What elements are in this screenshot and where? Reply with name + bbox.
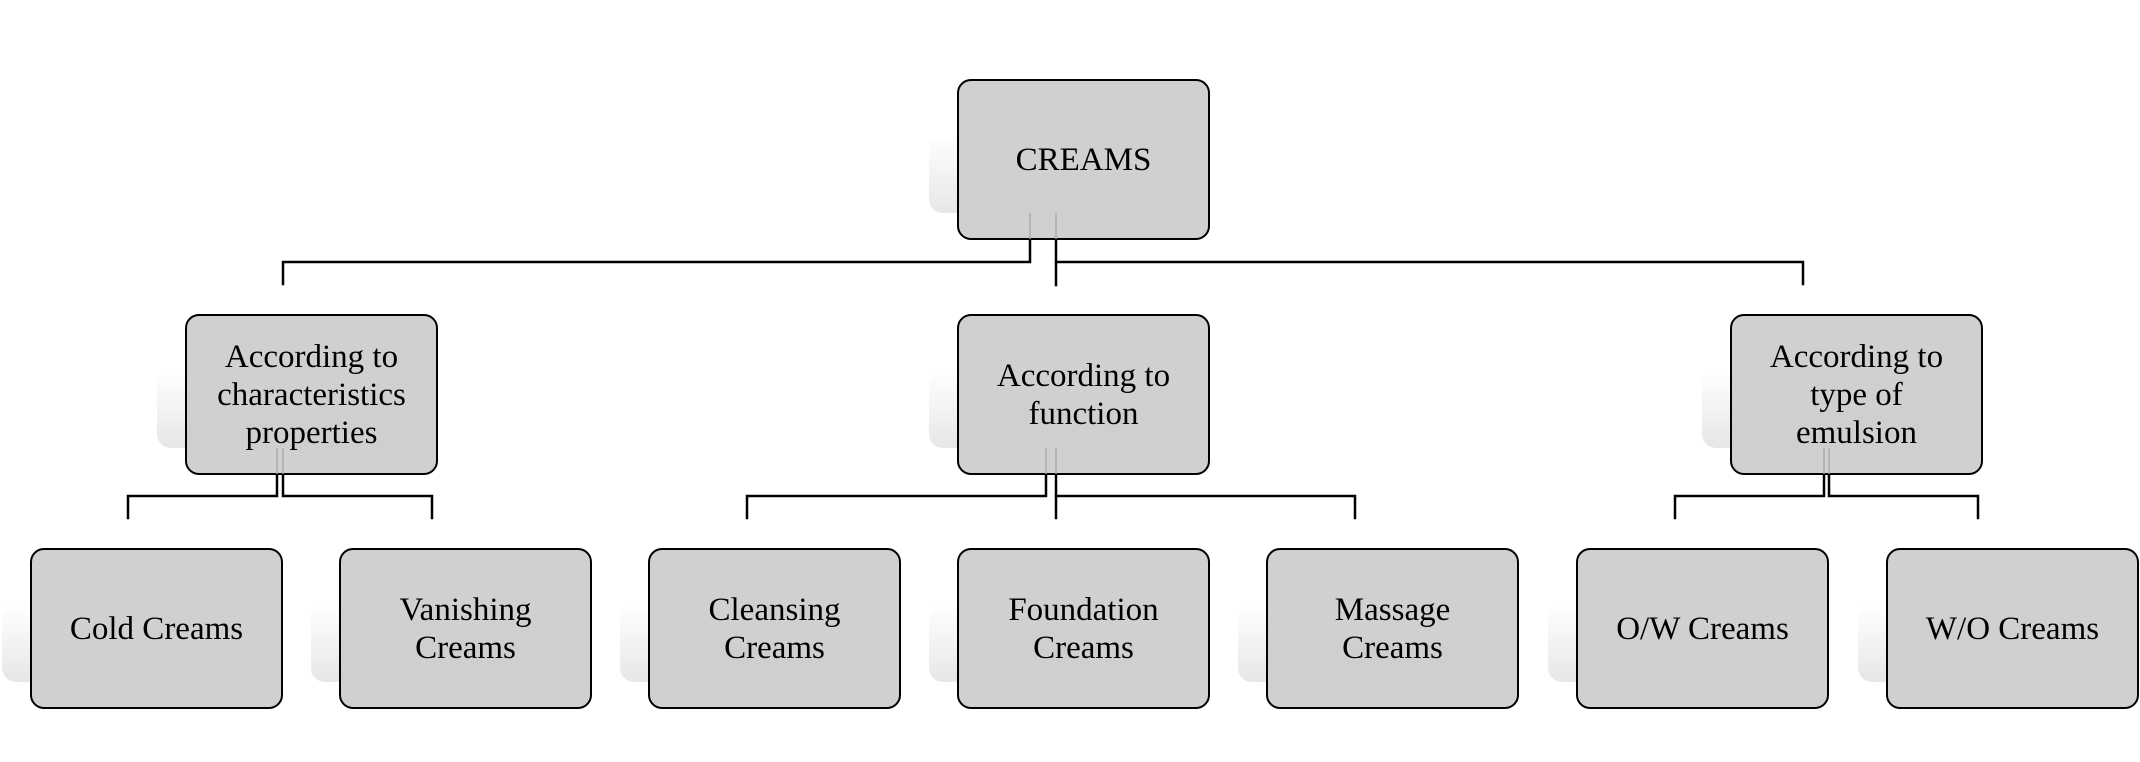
node-label: Massage Creams xyxy=(1334,591,1451,666)
node-wo-creams: W/O Creams xyxy=(1886,548,2139,709)
node-label: Vanishing Creams xyxy=(399,591,532,666)
node-category-function: According to function xyxy=(957,314,1210,475)
node-label: CREAMS xyxy=(1015,141,1152,178)
node-cold-creams: Cold Creams xyxy=(30,548,283,709)
node-ow-creams: O/W Creams xyxy=(1576,548,1829,709)
connector-root-to-emulsion xyxy=(1054,260,1805,286)
node-root-creams: CREAMS xyxy=(957,79,1210,240)
node-label: O/W Creams xyxy=(1616,610,1789,647)
node-foundation-creams: Foundation Creams xyxy=(957,548,1210,709)
connector-characteristics-to-cold xyxy=(126,472,279,520)
node-label: According to function xyxy=(996,357,1171,432)
connector-root-to-characteristics xyxy=(281,237,1032,286)
node-label: Cold Creams xyxy=(69,610,244,647)
node-category-emulsion: According to type of emulsion xyxy=(1730,314,1983,475)
connector-function-to-massage xyxy=(1054,494,1357,520)
connector-function-to-cleansing xyxy=(745,472,1048,520)
node-label: W/O Creams xyxy=(1925,610,2100,647)
connector-emulsion-to-wo xyxy=(1827,472,1980,520)
node-label: According to type of emulsion xyxy=(1769,338,1944,451)
node-label: Foundation Creams xyxy=(1008,591,1159,666)
connector-emulsion-to-ow xyxy=(1673,472,1826,520)
node-vanishing-creams: Vanishing Creams xyxy=(339,548,592,709)
node-massage-creams: Massage Creams xyxy=(1266,548,1519,709)
node-cleansing-creams: Cleansing Creams xyxy=(648,548,901,709)
connector-characteristics-to-vanishing xyxy=(281,472,434,520)
node-label: According to characteristics properties xyxy=(217,338,406,451)
node-category-characteristics: According to characteristics properties xyxy=(185,314,438,475)
node-label: Cleansing Creams xyxy=(708,591,841,666)
